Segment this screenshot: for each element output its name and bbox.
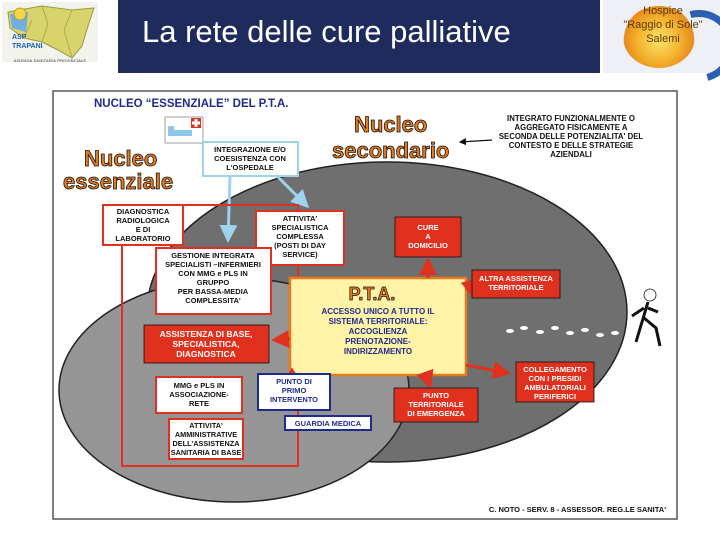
hospice-logo: Hospice "Raggio di Sole" Salemi — [603, 0, 720, 96]
gestione-line: GRUPPO — [197, 278, 230, 287]
punto-emergenza-line: TERRITORIALE — [408, 400, 463, 409]
punto-emergenza-box — [393, 387, 479, 423]
slide-title: La rete delle cure palliative — [142, 14, 511, 49]
arrow-to-emergenza — [416, 368, 434, 389]
punto-primo-line: INTERVENTO — [270, 395, 318, 404]
attivita-specialistica-line: (POSTI DI DAY — [274, 241, 326, 250]
attivita-specialistica-line: SPECIALISTICA — [271, 223, 329, 232]
asp-trapani-logo: ASP TRAPANI AZIENDA SANITARIA PROVINCIALE — [0, 0, 100, 70]
pta-line: PRENOTAZIONE- — [345, 337, 411, 346]
pta-title: P.T.A. — [349, 284, 396, 304]
header: ASP TRAPANI AZIENDA SANITARIA PROVINCIALE… — [0, 0, 720, 96]
diagnostica-line: DIAGNOSTICA — [117, 207, 170, 216]
attivita-specialistica-line: ATTIVITA' — [283, 214, 318, 223]
cure-domicilio-line: DOMICILIO — [408, 241, 448, 250]
altra-assistenza-line: ALTRA ASSISTENZA — [479, 274, 553, 283]
integrato-line: AGGREGATO FISICAMENTE A — [515, 123, 628, 132]
integrazione-line: INTEGRAZIONE E/O — [214, 145, 286, 154]
nucleo-secondario-line1: Nucleo — [354, 112, 427, 137]
pta-line: ACCESSO UNICO A TUTTO IL — [321, 307, 434, 316]
integrazione-arrow-right — [275, 174, 310, 209]
mmg-pls-line: MMG e PLS IN — [174, 381, 225, 390]
nucleo-secondario-line2: secondario — [332, 138, 449, 163]
punto-primo-line: PUNTO DI — [276, 377, 312, 386]
assistenza-base-line: ASSISTENZA DI BASE, — [160, 329, 253, 339]
nucleo-essenziale-line1: Nucleo — [84, 146, 157, 171]
pta-line: ACCOGLIENZA — [349, 327, 408, 336]
collegamento-line: COLLEGAMENTO — [523, 365, 587, 374]
gestione-line: GESTIONE INTEGRATA — [171, 251, 255, 260]
punto-emergenza-line: DI EMERGENZA — [407, 409, 465, 418]
collegamento-box — [515, 361, 595, 403]
cure-domicilio-line: CURE — [417, 223, 438, 232]
logo-line1: ASP — [12, 34, 27, 41]
gestione-line: PER BASSA-MEDIA — [178, 287, 249, 296]
cure-domicilio-line: A — [425, 232, 431, 241]
amministrative-line: AMMINISTRATIVE — [175, 430, 237, 439]
attivita-amministrative-box — [168, 418, 244, 460]
attivita-specialistica-line: COMPLESSA — [276, 232, 324, 241]
assistenza-base-box — [143, 324, 270, 364]
integrazione-arrow-left — [219, 175, 238, 243]
guardia-medica-label: GUARDIA MEDICA — [295, 419, 362, 428]
altra-assistenza-line: TERRITORIALE — [488, 283, 543, 292]
diagnostica-line: E DI — [136, 225, 151, 234]
punto-primo-line: PRIMO — [282, 386, 307, 395]
integrato-line: INTEGRATO FUNZIONALMENTE O — [507, 114, 635, 123]
diagram-heading: NUCLEO “ESSENZIALE” DEL P.T.A. — [94, 98, 288, 110]
sicily-map-icon — [2, 2, 98, 62]
diagnostica-box — [102, 204, 184, 246]
mmg-pls-line: RETE — [189, 399, 209, 408]
punto-emergenza-line: PUNTO — [423, 391, 449, 400]
footprints-icon — [506, 326, 634, 339]
gestione-line: COMPLESSITA' — [185, 296, 241, 305]
integrato-note: INTEGRATO FUNZIONALMENTE O AGGREGATO FIS… — [499, 114, 644, 159]
assistenza-base-line: DIAGNOSTICA — [176, 349, 236, 359]
hospice-line1: Hospice — [643, 5, 683, 17]
gestione-line: SPECIALISTI –INFERMIERI — [165, 260, 261, 269]
assistenza-base-line: SPECIALISTICA, — [172, 339, 239, 349]
pta-central-box — [288, 276, 468, 377]
sun-icon — [623, 6, 695, 68]
diagnostica-line: RADIOLOGICA — [116, 216, 170, 225]
attivita-specialistica-line: SERVICE) — [282, 250, 318, 259]
altra-assistenza-box — [471, 269, 561, 299]
integrazione-box — [202, 141, 299, 177]
punto-primo-intervento-box — [257, 373, 331, 411]
gestione-line: CON MMG e PLS IN — [178, 269, 248, 278]
amministrative-line: DELL'ASSISTENZA — [172, 439, 240, 448]
arrow-to-collegamento — [465, 361, 511, 380]
integrato-line: SECONDA DELLE POTENZIALITA' DEL — [499, 132, 644, 141]
collegamento-line: AMBULATORIALI — [524, 383, 586, 392]
logo-tagline: AZIENDA SANITARIA PROVINCIALE — [13, 58, 87, 63]
integrato-line: AZIENDALI — [550, 150, 592, 159]
guardia-medica-box — [284, 415, 372, 431]
integrazione-line: L'OSPEDALE — [226, 163, 274, 172]
integrato-line: CONTESTO E DELLE STRATEGIE — [509, 141, 633, 150]
pta-line: INDIRIZZAMENTO — [344, 347, 412, 356]
diagnostica-line: LABORATORIO — [115, 234, 170, 243]
integrazione-line: COESISTENZA CON — [214, 154, 286, 163]
diagram-footer: C. NOTO - SERV. 8 - ASSESSOR. REG.LE SAN… — [489, 505, 666, 514]
pta-diagram: NUCLEO “ESSENZIALE” DEL P.T.A. Nucleo se… — [52, 90, 679, 520]
nucleo-essenziale-line2: essenziale — [63, 169, 173, 194]
amministrative-line: ATTIVITA' — [189, 421, 223, 430]
collegamento-line: PERIFERICI — [534, 392, 576, 401]
logo-line2: TRAPANI — [12, 43, 43, 50]
hospice-line2: "Raggio di Sole" — [623, 19, 703, 31]
amministrative-line: SANITARIA DI BASE — [171, 448, 242, 457]
mmg-pls-box — [155, 376, 243, 414]
title-bar: La rete delle cure palliative — [118, 0, 600, 73]
walking-person-icon — [631, 288, 662, 347]
arrow-to-assistenza-base — [271, 330, 291, 349]
mmg-pls-line: ASSOCIAZIONE- — [169, 390, 229, 399]
pta-line: SISTEMA TERRITORIALE: — [328, 317, 427, 326]
integrato-arrow — [458, 138, 493, 146]
collegamento-line: CON I PRESIDI — [529, 374, 582, 383]
hospital-bed-icon — [164, 116, 204, 144]
gestione-integrata-box — [155, 247, 272, 315]
hospice-line3: Salemi — [646, 33, 680, 45]
